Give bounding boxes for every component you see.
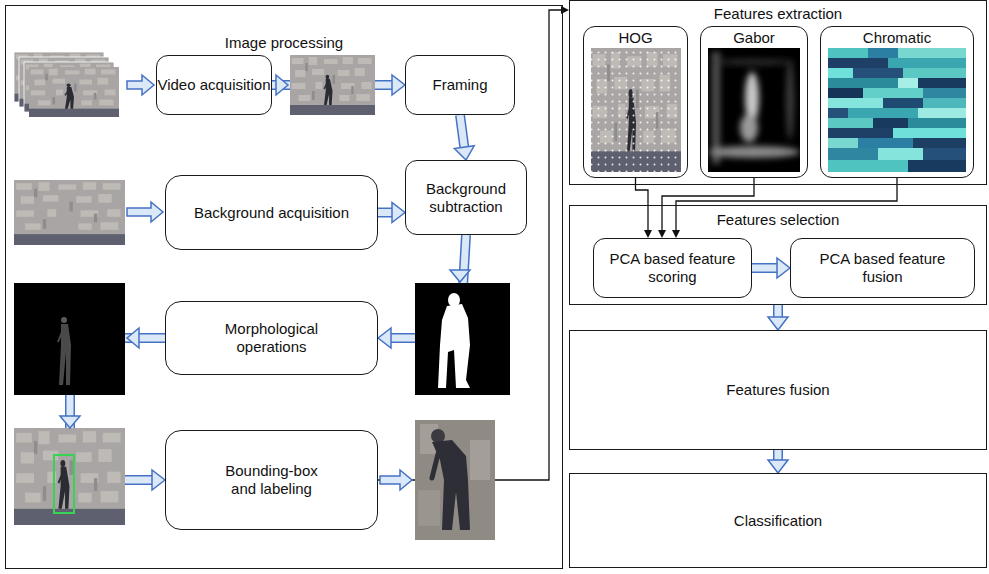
stage-box: Classification: [569, 473, 987, 568]
block-arrow: [60, 75, 470, 490]
flow-arrow: [768, 450, 788, 473]
silhouette-image: [415, 283, 510, 395]
box-label: Bounding-box and labeling: [212, 462, 332, 498]
box-label: Classification: [734, 512, 822, 530]
flow-arrow: [378, 203, 405, 223]
group-panel: Features selectionPCA based feature scor…: [569, 205, 987, 305]
gabor-image: [708, 48, 800, 172]
box-label: Framing: [432, 76, 487, 94]
flow-arrow: [378, 6, 569, 480]
feature-box: Chromatic: [820, 26, 974, 178]
panel-title: Chromatic: [821, 29, 973, 47]
masked-image: [14, 283, 125, 395]
bounding-image: [14, 428, 125, 525]
box-label: Features fusion: [726, 381, 829, 399]
panel-title: Features selection: [570, 211, 986, 229]
flow-arrow: [672, 178, 897, 238]
group-panel: Image processingVideo acquisition Framing…: [5, 5, 563, 569]
panel-title: HOG: [584, 29, 687, 47]
box-label: Background acquisition: [194, 204, 349, 222]
flow-arrow: [454, 115, 474, 160]
process-box: PCA based feature fusion: [790, 238, 975, 298]
flow-arrow: [636, 178, 653, 238]
flow-arrow: [768, 305, 788, 330]
panel-title: Features extraction: [570, 5, 986, 23]
cropped-image: [415, 420, 495, 540]
feature-box: Gabor: [700, 26, 808, 178]
box-label: Video acquisition: [157, 76, 270, 94]
box-label: Background subtraction: [406, 180, 526, 216]
chromatic-image: [828, 48, 966, 172]
process-box: Background acquisition: [165, 175, 378, 250]
group-panel: Features extractionHOG Gabor Chromatic: [569, 0, 987, 185]
box-label: PCA based feature fusion: [815, 250, 950, 286]
panel-title: Image processing: [6, 34, 562, 52]
process-box: Framing: [405, 55, 515, 115]
process-box: Background subtraction: [405, 160, 527, 235]
process-box: PCA based feature scoring: [593, 238, 752, 298]
box-label: Morphological operations: [212, 320, 332, 356]
feature-box: HOG: [583, 26, 688, 178]
frame-image: [290, 55, 375, 115]
flow-arrow: [752, 258, 790, 278]
background-image: [14, 180, 125, 245]
panel-title: Gabor: [701, 29, 807, 47]
video-frames: [14, 52, 119, 117]
process-box: Morphological operations: [165, 301, 378, 375]
process-box: Bounding-box and labeling: [165, 430, 378, 530]
process-box: Video acquisition: [156, 55, 272, 115]
box-label: PCA based feature scoring: [608, 250, 738, 286]
hog-image: [591, 48, 681, 172]
stage-box: Features fusion: [569, 330, 987, 450]
flow-arrow: [658, 178, 754, 238]
